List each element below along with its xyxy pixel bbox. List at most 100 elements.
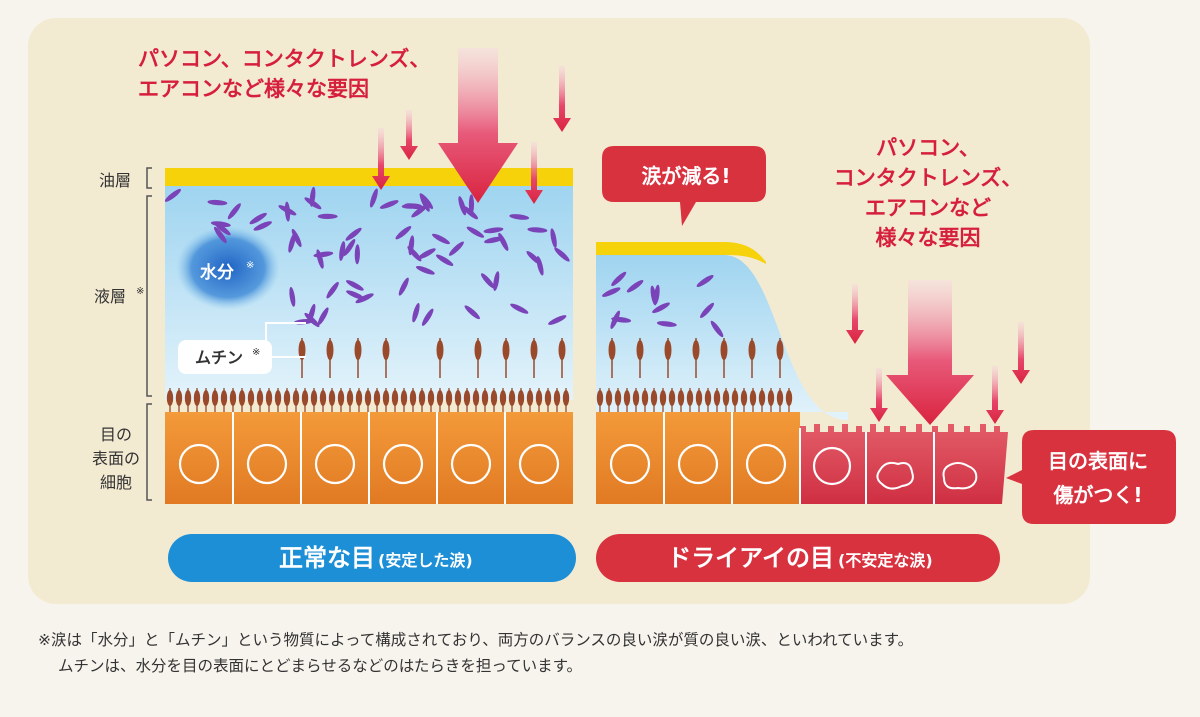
mucin-head	[490, 390, 498, 406]
footnote-line1: ※涙は「水分」と「ムチン」という物質によって構成されており、両方のバランスの良い…	[38, 631, 914, 649]
dry-mucin-strands	[608, 338, 784, 378]
normal-title-pill	[168, 534, 576, 582]
mucin-head	[650, 390, 658, 406]
cell-nucleus	[812, 446, 852, 486]
mucin-head	[499, 390, 507, 406]
water-particle	[346, 280, 364, 291]
water-particle	[415, 265, 435, 275]
mucin-head	[677, 390, 685, 406]
mucin-head	[740, 390, 748, 406]
small-arrow	[553, 66, 571, 132]
mucin-strands	[298, 338, 566, 378]
mucin-head	[346, 390, 354, 406]
mucin-head	[508, 390, 516, 406]
mucin-head	[175, 390, 183, 406]
mucin-head	[659, 390, 667, 406]
water-particle	[304, 197, 322, 210]
mucin-head	[202, 390, 210, 406]
mucin-head	[354, 340, 362, 360]
mucin-head	[544, 390, 552, 406]
dry-big-arrow	[886, 280, 974, 425]
water-particle	[346, 290, 365, 300]
mucin-head	[184, 390, 192, 406]
water-particle	[419, 193, 430, 212]
water-particle	[483, 227, 504, 234]
water-particle	[316, 249, 324, 269]
mucin-head	[418, 390, 426, 406]
mucin-head	[436, 340, 444, 360]
water-particle	[345, 227, 362, 241]
mucin-head	[382, 390, 390, 406]
cell-nucleus	[178, 443, 220, 485]
mucin-head	[247, 390, 255, 406]
normal-cause-line1: パソコン、コンタクトレンズ、	[138, 47, 430, 71]
water-particle	[610, 310, 620, 329]
water-particle	[398, 277, 409, 296]
normal-eye-title: 正常な目 (安定した涙)	[168, 534, 576, 582]
mucin-head	[364, 390, 372, 406]
cell-nucleus	[609, 443, 651, 485]
oil-bracket	[146, 167, 152, 189]
mucin-head	[731, 390, 739, 406]
water-particle	[536, 256, 544, 276]
dry-cause-arrows	[846, 280, 1030, 425]
water-particles	[164, 186, 570, 328]
mucin-head	[785, 390, 793, 406]
mucin-head	[472, 390, 480, 406]
water-particle	[510, 303, 529, 314]
water-particle	[354, 244, 360, 265]
cells-label-3: 細胞	[100, 473, 132, 492]
water-particle	[253, 221, 272, 231]
water-particle	[284, 201, 291, 222]
cell-nucleus	[314, 443, 356, 485]
mucin-head	[614, 390, 622, 406]
normal-title: 正常な目	[279, 544, 375, 572]
water-particle	[421, 308, 434, 326]
mucin-head	[704, 390, 712, 406]
water-particle	[227, 203, 241, 220]
mucin-head	[292, 390, 300, 406]
water-particle	[626, 280, 644, 293]
cells-label-1: 目の	[100, 425, 132, 444]
water-particle	[317, 213, 338, 219]
cell-nuclei	[178, 412, 560, 504]
water-particle	[480, 273, 495, 289]
dry-subtitle: (不安定な涙)	[838, 551, 933, 570]
mucin-head	[382, 340, 390, 360]
water-particle	[214, 226, 227, 244]
liquid-bracket	[146, 195, 152, 397]
water-particle	[436, 254, 454, 266]
mucin-head	[713, 390, 721, 406]
water-particle	[401, 203, 422, 209]
water-particle	[379, 200, 399, 209]
water-particle	[288, 233, 296, 253]
normal-subtitle: (安定した涙)	[378, 551, 473, 570]
mucin-head	[562, 390, 570, 406]
mucin-head	[409, 390, 417, 406]
dry-healthy-cells	[596, 412, 800, 504]
normal-eye-diagram: 水分 ※ ムチン ※ パソコン、コンタクトレンズ、 エアコンなど様々な要因	[138, 47, 573, 504]
water-particle	[164, 188, 182, 202]
dry-mucin-row	[596, 388, 793, 412]
water-particle	[317, 307, 329, 326]
mucin-head	[641, 390, 649, 406]
water-particle	[464, 305, 480, 320]
cells-label-2: 表面の	[92, 449, 140, 468]
water-particle	[339, 241, 346, 261]
small-arrow	[870, 368, 888, 422]
dry-cell-nuclei	[609, 412, 935, 504]
mucin-head	[238, 390, 246, 406]
mucin-head	[623, 390, 631, 406]
water-particle	[527, 227, 548, 233]
dry-cause-line2: コンタクトレンズ、	[834, 166, 1023, 190]
dry-eye-title: ドライアイの目 (不安定な涙)	[596, 534, 1000, 582]
water-particle	[710, 320, 724, 338]
mucin-head	[400, 390, 408, 406]
dry-cause-line3: エアコンなど	[865, 196, 991, 220]
water-particle	[550, 228, 557, 249]
mucin-head	[632, 390, 640, 406]
mucin-head	[553, 390, 561, 406]
cell-nucleus	[382, 443, 424, 485]
mucin-head	[337, 390, 345, 406]
mucin-head	[749, 390, 757, 406]
